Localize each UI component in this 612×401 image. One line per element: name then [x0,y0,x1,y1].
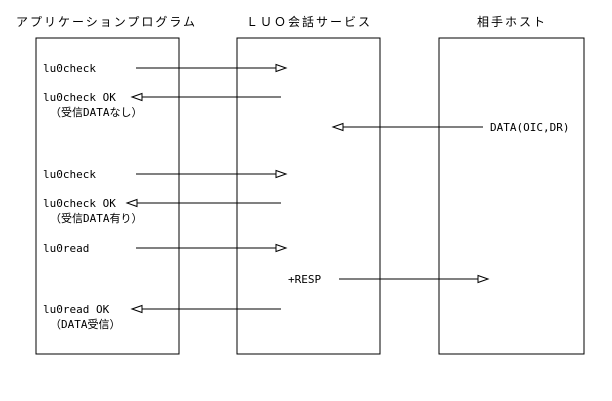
arrow-right-1 [136,63,288,73]
msg-lu0check-ok-2: lu0check OK [43,197,116,210]
luo-service-header: ＬＵＯ会話サービス [246,14,372,29]
arrow-right-host [339,274,490,284]
msg-lu0check-2: lu0check [43,168,96,181]
msg-lu0check-1: lu0check [43,62,96,75]
msg-resp: +RESP [288,273,321,286]
arrow-left-3 [130,304,281,314]
remote-host-header: 相手ホスト [477,15,547,29]
arrow-right-3 [136,243,288,253]
arrow-left-host [331,122,483,132]
arrow-right-2 [136,169,288,179]
luo-service-lane [236,37,381,355]
app-program-lane [35,37,180,355]
msg-lu0check-ok-1: lu0check OK [43,91,116,104]
arrow-left-1 [130,92,281,102]
msg-lu0read: lu0read [43,242,89,255]
note-receive-data-present: （受信DATA有り） [50,211,143,225]
note-no-receive-data: （受信DATAなし） [50,106,143,119]
remote-host-lane [438,37,585,355]
msg-data-oic-dr: DATA(OIC,DR) [490,121,569,134]
msg-lu0read-ok: lu0read OK [43,303,110,316]
arrow-left-2 [125,198,281,208]
note-data-received: （DATA受信） [50,318,121,331]
app-program-header: アプリケーションプログラム [16,15,197,29]
